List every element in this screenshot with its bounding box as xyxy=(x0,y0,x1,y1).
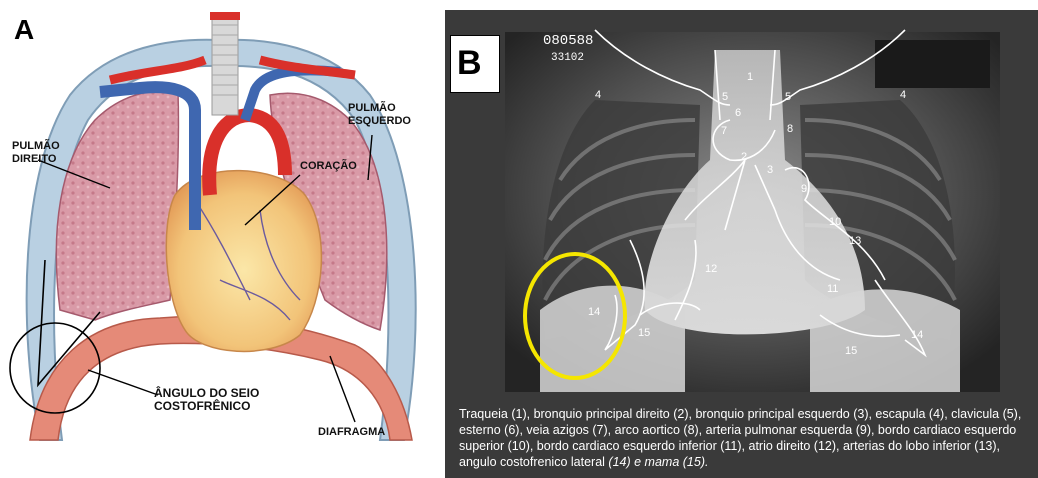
xray-num-12: 12 xyxy=(705,263,717,275)
film-id-2: 33102 xyxy=(551,52,584,64)
xray-num-7: 7 xyxy=(721,125,727,137)
xray-num-1: 1 xyxy=(747,71,753,83)
xray-num-14a: 14 xyxy=(588,306,600,318)
panel-b-xray: 080588 33102 1 2 3 4 4 5 5 6 7 8 9 10 11… xyxy=(445,10,1038,478)
label-left-lung-line1: PULMÃO xyxy=(348,102,411,115)
xray-num-15b: 15 xyxy=(845,345,857,357)
xray-num-14b: 14 xyxy=(911,329,923,341)
label-left-lung: PULMÃO ESQUERDO xyxy=(348,102,411,128)
xray-caption: Traqueia (1), bronquio principal direito… xyxy=(459,406,1029,470)
caption-main: Traqueia (1), bronquio principal direito… xyxy=(459,407,1021,469)
xray-num-4b: 4 xyxy=(900,89,906,101)
panel-a-illustration: A xyxy=(0,0,440,478)
label-right-lung: PULMÃO DIREITO xyxy=(12,140,60,166)
label-costophrenic-angle: ÂNGULO DO SEIO COSTOFRÊNICO xyxy=(154,387,259,413)
panel-b-letter: B xyxy=(457,44,482,83)
label-angle-line2: COSTOFRÊNICO xyxy=(154,400,259,413)
label-right-lung-line1: PULMÃO xyxy=(12,140,60,153)
xray-num-11: 11 xyxy=(827,283,838,295)
label-diaphragm: DIAFRAGMA xyxy=(318,426,385,439)
xray-num-15a: 15 xyxy=(638,327,650,339)
xray-num-10: 10 xyxy=(829,216,841,228)
xray-num-6: 6 xyxy=(735,107,741,119)
label-heart: CORAÇÃO xyxy=(300,160,357,173)
xray-num-5b: 5 xyxy=(785,91,791,103)
xray-num-4a: 4 xyxy=(595,89,601,101)
xray-num-3: 3 xyxy=(767,164,773,176)
film-id-1: 080588 xyxy=(543,33,593,49)
xray-num-5a: 5 xyxy=(722,91,728,103)
xray-num-2: 2 xyxy=(741,151,747,163)
label-right-lung-line2: DIREITO xyxy=(12,153,60,166)
panel-b-letter-box: B xyxy=(450,35,500,93)
xray-num-9: 9 xyxy=(801,183,807,195)
xray-num-13: 13 xyxy=(849,235,861,247)
xray-num-8: 8 xyxy=(787,123,793,135)
caption-italic: (14) e mama (15). xyxy=(608,455,708,469)
label-left-lung-line2: ESQUERDO xyxy=(348,115,411,128)
xray-image: 080588 33102 1 2 3 4 4 5 5 6 7 8 9 10 11… xyxy=(445,10,1038,410)
